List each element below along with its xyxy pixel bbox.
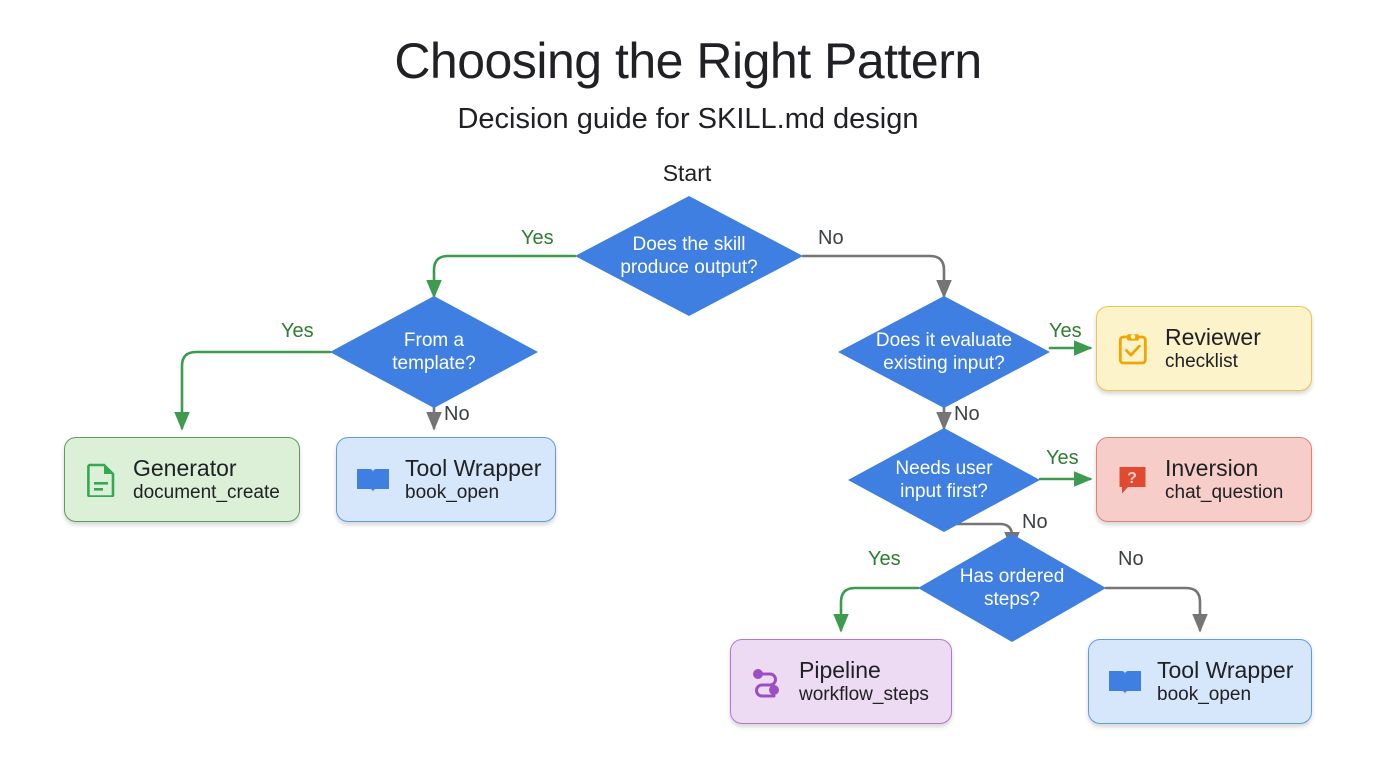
edge-label-d1-no: No — [818, 227, 844, 249]
edge-label-d5-no: No — [1118, 548, 1144, 570]
node-tool-wrapper-right-title: Tool Wrapper — [1157, 656, 1294, 683]
book-open-icon — [353, 460, 393, 500]
edge-label-d4-no: No — [1022, 511, 1048, 533]
document-create-icon — [81, 460, 121, 500]
edge-label-d1-yes: Yes — [521, 227, 554, 249]
decision-evaluate-existing-input-label: Does it evaluate existing input? — [875, 329, 1013, 374]
node-reviewer-subtitle: checklist — [1165, 350, 1238, 372]
edge-d1-no-to-d3 — [801, 254, 952, 299]
node-inversion[interactable]: ? Inversion chat_question — [1096, 437, 1312, 522]
node-generator-title: Generator — [133, 454, 237, 481]
node-reviewer-title: Reviewer — [1165, 323, 1261, 350]
edge-label-d4-yes: Yes — [1046, 447, 1079, 469]
node-pipeline-subtitle: workflow_steps — [799, 683, 929, 705]
node-generator[interactable]: Generator document_create — [64, 437, 300, 522]
node-tool-wrapper-left[interactable]: Tool Wrapper book_open — [336, 437, 556, 522]
chat-question-icon: ? — [1113, 460, 1153, 500]
workflow-steps-icon — [747, 662, 787, 702]
decision-has-ordered-steps-label: Has ordered steps? — [959, 565, 1065, 610]
node-tool-wrapper-left-subtitle: book_open — [405, 481, 500, 503]
node-pipeline[interactable]: Pipeline workflow_steps — [730, 639, 952, 724]
node-tool-wrapper-right-subtitle: book_open — [1157, 683, 1252, 705]
start-label: Start — [662, 160, 712, 186]
checklist-icon — [1113, 329, 1153, 369]
decision-needs-user-input-label: Needs user input first? — [895, 457, 993, 502]
node-tool-wrapper-left-title: Tool Wrapper — [405, 454, 542, 481]
edge-label-d3-yes: Yes — [1049, 320, 1082, 342]
edge-label-d5-yes: Yes — [868, 548, 901, 570]
decision-from-template-label: From a template? — [392, 329, 476, 374]
edge-d5-no-to-toolwrapper2 — [1104, 586, 1208, 633]
edge-label-d2-no: No — [444, 403, 470, 425]
node-tool-wrapper-right[interactable]: Tool Wrapper book_open — [1088, 639, 1312, 724]
decision-produce-output-label: Does the skill produce output? — [620, 233, 758, 278]
node-inversion-subtitle: chat_question — [1165, 481, 1284, 503]
node-generator-subtitle: document_create — [133, 481, 280, 503]
edge-label-d2-yes: Yes — [281, 320, 314, 342]
svg-text:?: ? — [1127, 470, 1137, 487]
edge-label-d3-no: No — [954, 403, 980, 425]
page-subtitle: Decision guide for SKILL.md design — [457, 103, 919, 135]
edge-d1-yes-to-d2 — [426, 254, 577, 299]
edge-d5-yes-to-pipeline — [833, 586, 920, 633]
page-title: Choosing the Right Pattern — [394, 33, 982, 89]
node-reviewer[interactable]: Reviewer checklist — [1096, 306, 1312, 391]
edge-d2-yes-to-generator — [174, 350, 332, 431]
node-inversion-title: Inversion — [1165, 454, 1259, 481]
book-open-icon — [1105, 662, 1145, 702]
node-pipeline-title: Pipeline — [799, 656, 881, 683]
